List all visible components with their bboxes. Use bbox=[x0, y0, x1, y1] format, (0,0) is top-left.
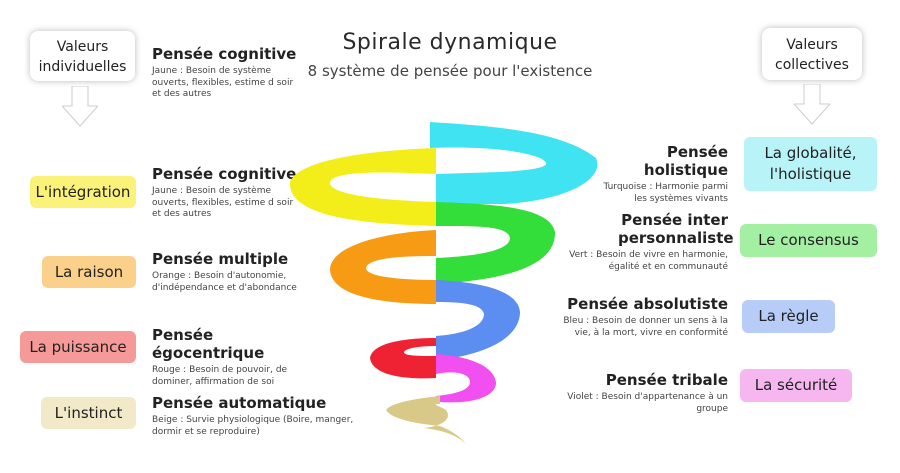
spiral-band-orange bbox=[330, 230, 436, 304]
thought-title: Pensée automatique bbox=[152, 394, 327, 412]
thought-title: Pensée multiple bbox=[152, 250, 289, 268]
diagram-subtitle: 8 système de pensée pour l'existence bbox=[307, 62, 593, 80]
down-arrow-icon bbox=[60, 85, 100, 132]
spiral-band-turquoise bbox=[430, 122, 598, 204]
spiral-band-red bbox=[370, 338, 436, 379]
thought-interpersonal: Pensée inter personnaliste Vert : Besoin… bbox=[560, 211, 734, 273]
spiral-band-violet bbox=[436, 354, 496, 403]
thought-description: Violet : Besoin d'appartenance à un grou… bbox=[567, 392, 728, 414]
value-pill-rule: La règle bbox=[742, 300, 835, 333]
thought-egocentric: Pensée égocentrique Rouge : Besoin de po… bbox=[152, 326, 312, 388]
thought-multiple: Pensée multiple Orange : Besoin d'autono… bbox=[152, 250, 302, 294]
value-pill-integration: L'intégration bbox=[30, 176, 136, 208]
spiral-band-beige bbox=[386, 396, 466, 444]
value-pill-security: La sécurité bbox=[740, 369, 852, 402]
thought-absolutist: Pensée absolutiste Bleu : Besoin de donn… bbox=[548, 295, 728, 339]
thought-title: Pensée absolutiste bbox=[567, 295, 728, 313]
thought-cognitive-top: Pensée cognitive Jaune : Besoin de systè… bbox=[152, 45, 302, 101]
thought-description: Rouge : Besoin de pouvoir, de dominer, a… bbox=[152, 365, 288, 387]
value-pill-consensus: Le consensus bbox=[740, 224, 877, 257]
thought-holistic: Pensée holistique Turquoise : Harmonie p… bbox=[598, 143, 728, 205]
thought-title: Pensée cognitive bbox=[152, 165, 297, 183]
value-pill-globality: La globalité, l'holistique bbox=[744, 137, 877, 191]
value-pill-power: La puissance bbox=[20, 331, 136, 363]
thought-title: Pensée holistique bbox=[643, 143, 728, 179]
thought-title: Pensée cognitive bbox=[152, 45, 297, 63]
spiral-band-green bbox=[436, 202, 556, 284]
thought-description: Jaune : Besoin de système ouverts, flexi… bbox=[152, 66, 294, 99]
value-pill-reason: La raison bbox=[42, 256, 136, 288]
thought-description: Orange : Besoin d'autonomie, d'indépenda… bbox=[152, 271, 297, 293]
thought-automatic: Pensée automatique Beige : Survie physio… bbox=[152, 394, 372, 438]
spiral-band-blue bbox=[436, 280, 520, 360]
callout-collective-values: Valeurs collectives bbox=[762, 28, 862, 80]
thought-title: Pensée tribale bbox=[605, 371, 728, 389]
callout-individual-values: Valeurs individuelles bbox=[30, 31, 135, 81]
down-arrow-icon bbox=[792, 83, 832, 130]
thought-description: Vert : Besoin de vivre en harmonie, égal… bbox=[569, 250, 728, 272]
thought-tribal: Pensée tribale Violet : Besoin d'apparte… bbox=[540, 371, 728, 415]
spiral-band-yellow bbox=[289, 148, 436, 226]
thought-title: Pensée inter personnaliste bbox=[618, 211, 734, 247]
thought-title: Pensée égocentrique bbox=[152, 326, 265, 362]
thought-description: Beige : Survie physiologique (Boire, man… bbox=[152, 415, 354, 437]
diagram-title: Spirale dynamique bbox=[342, 30, 558, 55]
value-pill-instinct: L'instinct bbox=[41, 397, 136, 429]
thought-description: Jaune : Besoin de système ouverts, flexi… bbox=[152, 186, 294, 219]
thought-description: Turquoise : Harmonie parmi les systèmes … bbox=[603, 182, 728, 204]
thought-description: Bleu : Besoin de donner un sens à la vie… bbox=[563, 316, 728, 338]
thought-cognitive: Pensée cognitive Jaune : Besoin de systè… bbox=[152, 165, 302, 221]
